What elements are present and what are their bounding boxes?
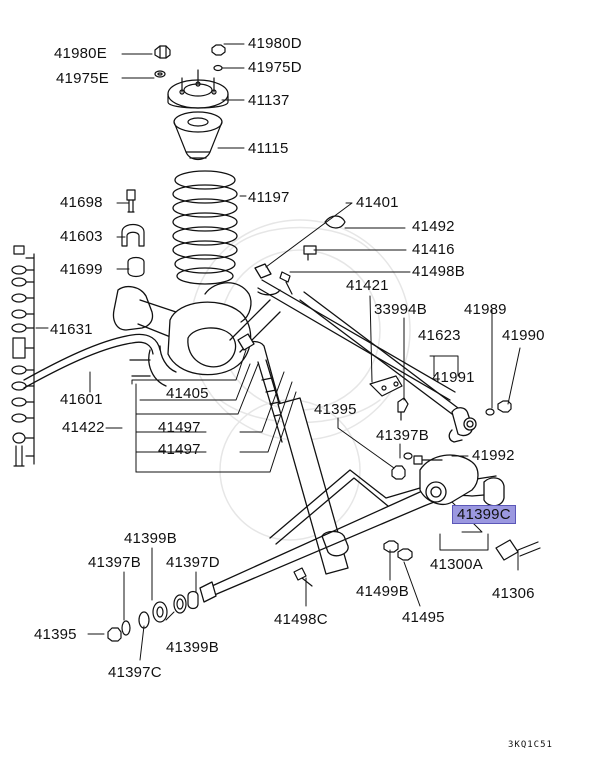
leader-lines (35, 43, 521, 661)
washer-41397b-upper (403, 452, 413, 460)
axle-housing (112, 282, 281, 387)
label-41623[interactable]: 41623 (418, 327, 461, 344)
bushing-41397d (187, 590, 199, 610)
bushing-41399b-upper (173, 594, 187, 614)
bolt-41698 (126, 189, 136, 213)
trailing-arm-41300a (199, 454, 505, 603)
bolt-41992 (413, 455, 443, 465)
bushing-41699 (127, 256, 145, 278)
label-41306[interactable]: 41306 (492, 585, 535, 602)
label-41137[interactable]: 41137 (248, 92, 290, 109)
label-41397d[interactable]: 41397D (166, 554, 220, 571)
label-41492[interactable]: 41492 (412, 218, 455, 235)
nut-41980d (211, 44, 226, 56)
label-41416[interactable]: 41416 (412, 241, 455, 258)
bolt-41306 (495, 539, 541, 561)
stabilizer-bar-41601 (23, 333, 161, 389)
label-41497-a[interactable]: 41497 (158, 419, 201, 436)
clamp-41603 (121, 223, 145, 247)
label-41397b-lower[interactable]: 41397B (88, 554, 141, 571)
label-41397b-upper[interactable]: 41397B (376, 427, 429, 444)
label-41601[interactable]: 41601 (60, 391, 103, 408)
label-41397c[interactable]: 41397C (108, 664, 162, 681)
label-41399b-lower[interactable]: 41399B (166, 639, 219, 656)
bolt-41498c (293, 567, 313, 587)
label-41631[interactable]: 41631 (50, 321, 93, 338)
label-41989[interactable]: 41989 (464, 301, 507, 318)
label-41395-upper[interactable]: 41395 (314, 401, 357, 418)
label-41992[interactable]: 41992 (472, 447, 515, 464)
label-41991[interactable]: 41991 (432, 369, 475, 386)
washer-41975e (154, 70, 166, 78)
nut-41980e (154, 45, 171, 59)
nut-41395-upper (391, 465, 406, 480)
label-41405[interactable]: 41405 (166, 385, 209, 402)
label-41699[interactable]: 41699 (60, 261, 103, 278)
clip-41492 (324, 215, 346, 229)
label-41401[interactable]: 41401 (356, 194, 399, 211)
stab-link-kit-41631 (11, 245, 35, 467)
bracket-41421 (369, 375, 403, 397)
label-41115[interactable]: 41115 (248, 140, 289, 157)
label-41975e[interactable]: 41975E (56, 70, 109, 87)
label-41395-lower[interactable]: 41395 (34, 626, 77, 643)
nut-41990 (497, 400, 512, 413)
label-41422[interactable]: 41422 (62, 419, 105, 436)
label-41497-b[interactable]: 41497 (158, 441, 201, 458)
washer-41397b-lower (121, 620, 131, 636)
label-41499b[interactable]: 41499B (356, 583, 409, 600)
washer-41975d (213, 64, 223, 72)
washer-41989 (485, 408, 495, 416)
label-41990[interactable]: 41990 (502, 327, 545, 344)
top-mount-41137 (167, 69, 229, 109)
nut-41499b (383, 540, 399, 553)
bolt-41498b (279, 271, 293, 295)
bump-stop-41115 (173, 111, 223, 161)
label-41603[interactable]: 41603 (60, 228, 103, 245)
upper-bar-41401 (254, 263, 456, 401)
coil-spring-41197 (172, 170, 238, 285)
shock-absorber (237, 333, 349, 575)
lateral-rod-41623 (299, 291, 477, 443)
bushing-41399b-lower (152, 601, 168, 623)
label-41495[interactable]: 41495 (402, 609, 445, 626)
diagram-reference-code: 3KQ1C51 (508, 740, 553, 750)
label-41698[interactable]: 41698 (60, 194, 103, 211)
nut-41495 (397, 548, 413, 561)
label-41300a[interactable]: 41300A (430, 556, 483, 573)
label-33994b[interactable]: 33994B (374, 301, 427, 318)
label-41975d[interactable]: 41975D (248, 59, 302, 76)
label-41980d[interactable]: 41980D (248, 35, 302, 52)
label-41498c[interactable]: 41498C (274, 611, 328, 628)
label-41399b-upper[interactable]: 41399B (124, 530, 177, 547)
clip-41416 (303, 245, 317, 261)
label-41197[interactable]: 41197 (248, 189, 290, 206)
nut-41395-lower (107, 627, 122, 642)
lower-link-41422 (269, 469, 421, 545)
bolt-33994b (397, 397, 409, 421)
label-41399c-highlighted[interactable]: 41399C (452, 505, 516, 524)
label-41421[interactable]: 41421 (346, 277, 389, 294)
label-41980e[interactable]: 41980E (54, 45, 107, 62)
label-41498b[interactable]: 41498B (412, 263, 465, 280)
